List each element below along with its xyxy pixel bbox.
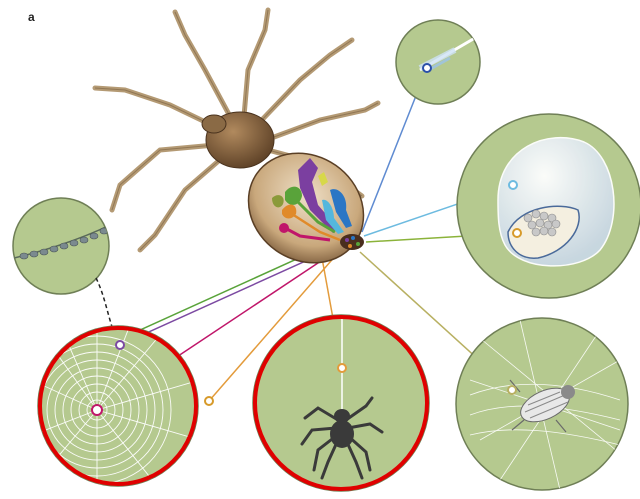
prey-wrapping-inset [456, 318, 640, 490]
connector-endpoint-dragline [338, 364, 346, 372]
connector-endpoint-prey [508, 386, 516, 394]
gland-magenta-body [279, 223, 289, 233]
connector-endpoint-egg-sac [509, 181, 517, 189]
connector-endpoint-egg-case [513, 229, 521, 237]
dragline-safety-inset [253, 315, 429, 491]
connector-endpoint-orb-center [92, 405, 102, 415]
connector-endpoint-capture [116, 341, 124, 349]
orb-web-inset [20, 320, 213, 495]
connector-endpoint-top [423, 64, 431, 72]
dragline-silk-inset [396, 20, 480, 104]
egg-sac-inset [457, 114, 640, 298]
spider-head [202, 115, 226, 133]
connector-endpoint-orb-frame [205, 397, 213, 405]
